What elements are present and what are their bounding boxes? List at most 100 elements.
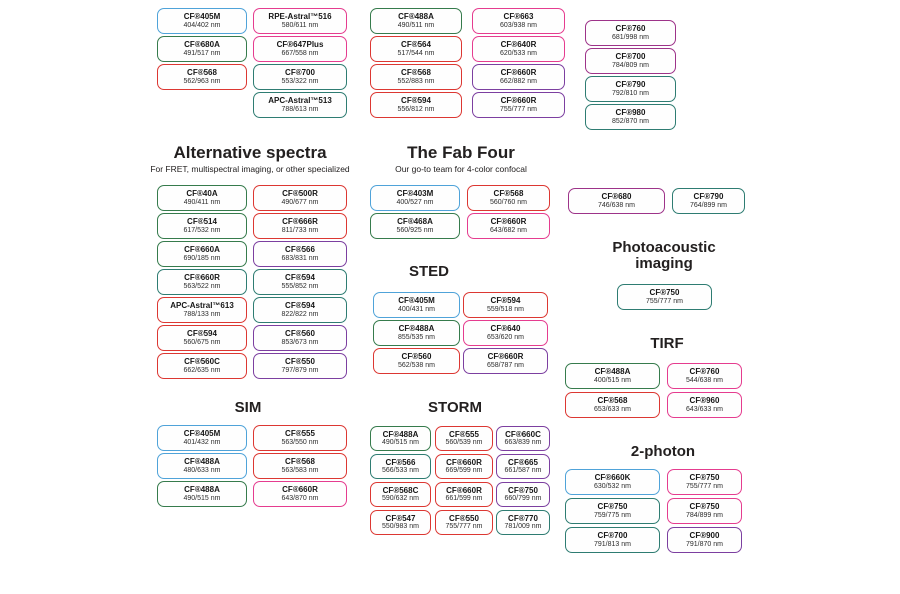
dye-wavelengths: 781/009 nm bbox=[504, 523, 542, 531]
dye-wavelengths: 643/633 nm bbox=[686, 405, 723, 413]
dye-wavelengths: 791/870 nm bbox=[686, 540, 723, 548]
dye-wavelengths: 603/938 nm bbox=[500, 21, 537, 29]
dye-name: CF®660C bbox=[505, 429, 541, 439]
dye-wavelengths: 822/822 nm bbox=[281, 310, 319, 318]
dye-name: CF®665 bbox=[508, 457, 538, 467]
dye-wavelengths: 755/777 nm bbox=[445, 523, 483, 531]
dye-name: CF®568 bbox=[597, 396, 628, 406]
dye-name: CF®750 bbox=[597, 502, 628, 512]
dye-name: CF®488A bbox=[184, 457, 220, 467]
dye-wavelengths: 669/599 nm bbox=[445, 467, 483, 475]
dye-name: CF®488A bbox=[382, 429, 419, 439]
dye-wavelengths: 755/777 nm bbox=[646, 297, 683, 305]
dye-name: CF®405M bbox=[398, 296, 435, 306]
dye-wavelengths: 792/810 nm bbox=[612, 89, 649, 97]
dye-name: CF®500R bbox=[282, 189, 318, 199]
dye-wavelengths: 560/539 nm bbox=[445, 439, 483, 447]
dye-name: CF®660R bbox=[487, 352, 524, 362]
dye-wavelengths: 630/532 nm bbox=[594, 482, 631, 490]
dye-name: CF®666R bbox=[282, 217, 318, 227]
dye-name: CF®594 bbox=[285, 301, 315, 311]
dye-name: CF®564 bbox=[401, 40, 431, 50]
dye-wavelengths: 663/839 nm bbox=[504, 439, 542, 447]
dye-name: CF®468A bbox=[397, 217, 433, 227]
dye-name: CF®700 bbox=[615, 52, 646, 62]
dye-name: CF®488A bbox=[398, 12, 434, 22]
dye-name: CF®560 bbox=[401, 352, 432, 362]
section-title-tirf: TIRF bbox=[650, 335, 684, 352]
dye-name: CF®660A bbox=[184, 245, 220, 255]
dye-wavelengths: 559/518 nm bbox=[487, 305, 524, 313]
dye-name: CF®750 bbox=[508, 485, 538, 495]
dye-wavelengths: 401/432 nm bbox=[183, 438, 221, 446]
section-title-storm: STORM bbox=[428, 399, 482, 416]
dye-name: CF®550 bbox=[285, 357, 315, 367]
dye-wavelengths: 563/583 nm bbox=[281, 466, 319, 474]
section-subtitle-fab-four: Our go-to team for 4-color confocal bbox=[395, 164, 527, 174]
dye-wavelengths: 788/133 nm bbox=[183, 310, 221, 318]
dye-name: CF®568 bbox=[401, 68, 431, 78]
dye-name: CF®750 bbox=[689, 502, 720, 512]
dye-name: CF®488A bbox=[398, 324, 435, 334]
dye-name: CF®594 bbox=[490, 296, 521, 306]
dye-wavelengths: 662/635 nm bbox=[183, 366, 221, 374]
dye-wavelengths: 797/879 nm bbox=[281, 366, 319, 374]
dye-wavelengths: 653/620 nm bbox=[487, 333, 524, 341]
dye-name: CF®660R bbox=[282, 485, 318, 495]
dye-name: CF®660R bbox=[446, 485, 482, 495]
dye-wavelengths: 759/775 nm bbox=[594, 511, 631, 519]
dye-wavelengths: 755/777 nm bbox=[686, 482, 723, 490]
dye-wavelengths: 400/431 nm bbox=[398, 305, 435, 313]
dye-wavelengths: 660/799 nm bbox=[504, 495, 542, 503]
dye-name: CF®594 bbox=[187, 329, 217, 339]
dye-name: CF®660R bbox=[500, 96, 537, 106]
dye-name: CF®405M bbox=[183, 429, 221, 439]
dye-wavelengths: 643/870 nm bbox=[281, 494, 319, 502]
dye-name: CF®960 bbox=[689, 396, 720, 406]
dye-wavelengths: 667/558 nm bbox=[281, 49, 319, 57]
dye-name: APC-Astral™513 bbox=[268, 96, 332, 106]
dye-wavelengths: 400/515 nm bbox=[594, 376, 631, 384]
dye-name: CF®980 bbox=[615, 108, 646, 118]
dye-name: CF®514 bbox=[187, 217, 217, 227]
section-title-sim: SIM bbox=[234, 399, 262, 416]
section-title-fab-four: The Fab Four bbox=[407, 143, 515, 162]
dye-name: CF®660R bbox=[446, 457, 482, 467]
